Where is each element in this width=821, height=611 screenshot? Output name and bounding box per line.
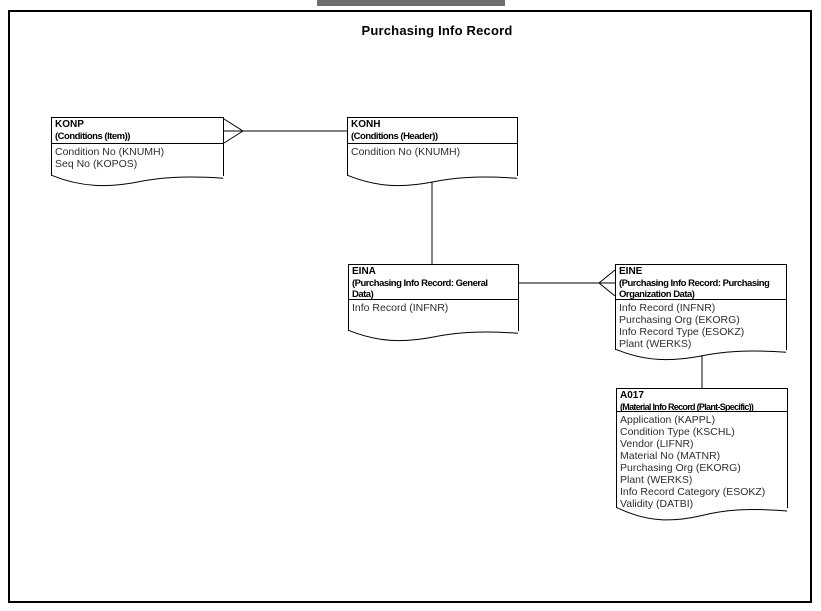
attribute-line: Seq No (KOPOS) [55, 158, 138, 170]
entity-eine-header: EINE (Purchasing Info Record: Purchasing… [616, 265, 786, 300]
entity-konh-description: (Conditions (Header)) [351, 130, 438, 142]
attribute-line: Purchasing Org (EKORG) [619, 314, 740, 326]
attribute-line: Plant (WERKS) [620, 474, 693, 486]
diagram-title: Purchasing Info Record [361, 23, 513, 38]
entity-a017: A017 (Material Info Record (Plant-Specif… [616, 388, 788, 508]
attribute-line: Application (KAPPL) [620, 414, 716, 426]
attribute-line: Info Record (INFNR) [619, 302, 716, 314]
entity-konp: KONP (Conditions (Item)) Condition No (K… [51, 117, 224, 176]
entity-eina: EINA (Purchasing Info Record: General Da… [348, 264, 519, 331]
entity-konp-torn-edge [51, 175, 224, 189]
attribute-line: Info Record Category (ESOKZ) [620, 486, 766, 498]
attribute-line: Condition No (KNUMH) [351, 146, 461, 158]
entity-eina-name: EINA [352, 266, 376, 277]
entity-konh-name: KONH [351, 119, 381, 130]
entity-konp-description: (Conditions (Item)) [55, 130, 130, 142]
attribute-line: Info Record (INFNR) [352, 302, 449, 314]
entity-eine-attributes: Info Record (INFNR)Purchasing Org (EKORG… [616, 300, 786, 350]
entity-eina-description: (Purchasing Info Record: General Data) [352, 277, 488, 300]
entity-konh: KONH (Conditions (Header)) Condition No … [347, 117, 518, 176]
entity-eine-torn-edge [615, 349, 787, 363]
attribute-line: Condition No (KNUMH) [55, 146, 165, 158]
entity-konh-header: KONH (Conditions (Header)) [348, 118, 517, 144]
entity-konh-attributes: Condition No (KNUMH) [348, 144, 517, 158]
entity-eine: EINE (Purchasing Info Record: Purchasing… [615, 264, 787, 350]
attribute-line: Purchasing Org (EKORG) [620, 462, 741, 474]
window-chrome-fragment [317, 0, 505, 6]
entity-a017-attributes: Application (KAPPL)Condition Type (KSCHL… [617, 412, 787, 510]
page-border [8, 10, 812, 603]
entity-konp-attributes: Condition No (KNUMH)Seq No (KOPOS) [52, 144, 223, 170]
entity-eine-description: (Purchasing Info Record: Purchasing Orga… [619, 277, 770, 300]
entity-a017-torn-edge [616, 507, 788, 524]
entity-konh-torn-edge [347, 175, 518, 189]
entity-eine-name: EINE [619, 266, 643, 277]
entity-eina-header: EINA (Purchasing Info Record: General Da… [349, 265, 518, 300]
attribute-line: Validity (DATBI) [620, 498, 694, 510]
entity-a017-description: (Material Info Record (Plant-Specific)) [620, 401, 754, 412]
attribute-line: Vendor (LIFNR) [620, 438, 694, 450]
attribute-line: Plant (WERKS) [619, 338, 692, 350]
entity-konp-name: KONP [55, 119, 84, 130]
attribute-line: Material No (MATNR) [620, 450, 721, 462]
attribute-line: Condition Type (KSCHL) [620, 426, 735, 438]
entity-eina-attributes: Info Record (INFNR) [349, 300, 518, 314]
entity-a017-name: A017 [620, 390, 644, 401]
attribute-line: Info Record Type (ESOKZ) [619, 326, 745, 338]
entity-konp-header: KONP (Conditions (Item)) [52, 118, 223, 144]
entity-eina-torn-edge [348, 330, 519, 344]
entity-a017-header: A017 (Material Info Record (Plant-Specif… [617, 389, 787, 412]
